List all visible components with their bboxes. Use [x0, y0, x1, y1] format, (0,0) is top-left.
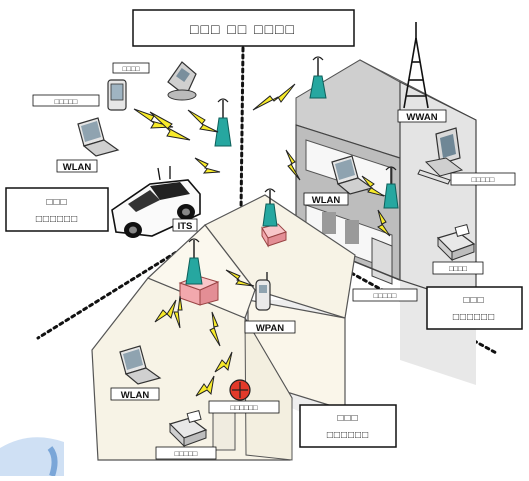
pda-label: □□□□ [123, 66, 141, 73]
office-bottom-label: □□□□□ [374, 291, 397, 300]
antenna-icons [185, 56, 399, 285]
lightning-bolt-icon [173, 295, 183, 329]
mobile-phone-icon [255, 272, 271, 311]
lightning-bolt-icon [209, 311, 221, 347]
wireless-link-bolts [133, 83, 391, 397]
lightning-bolt-icon [377, 209, 391, 237]
lightning-bolt-icon [154, 299, 177, 323]
fax-machine-icon [436, 223, 476, 262]
lightning-bolt-icon [187, 109, 219, 133]
logo-fragment [0, 437, 64, 477]
gps-unit-label: □□□□□ [55, 97, 78, 106]
bottom-box-line2: □□□□□□ [327, 430, 369, 441]
lightning-bolt-icon [214, 351, 233, 373]
lightning-bolt-icon [252, 83, 296, 111]
gps-device-icon [167, 61, 197, 101]
house [91, 194, 356, 461]
home-fax-label: □□□□□ [175, 449, 198, 458]
home-appliance-icon [229, 379, 251, 401]
antenna-icon [262, 188, 278, 227]
antenna-icon [309, 56, 327, 99]
wpan-label: WPAN [256, 323, 284, 334]
lightning-bolt-icon [225, 269, 255, 287]
text-labels: □□□ □□ □□□□ □□□□ □□□□□ WLAN □□□ □□□□□□ I… [36, 21, 495, 458]
antenna-icon [185, 238, 203, 285]
antenna-icon [383, 166, 399, 209]
wwan-label: WWAN [406, 112, 437, 123]
right-box-line2: □□□□□□ [453, 312, 495, 323]
office-wlan-label: WLAN [312, 195, 341, 206]
lightning-bolt-icon [285, 149, 301, 181]
its-label: ITS [178, 221, 193, 232]
lightning-bolt-icon [149, 111, 191, 141]
laptop-icon [77, 117, 120, 157]
wwan-tower-icon [403, 22, 429, 109]
desktop-pc-icon [417, 127, 464, 185]
label-box-frames [5, 9, 523, 460]
home-device-label: □□□□□□ [230, 403, 258, 412]
car-box-line2: □□□□□□ [36, 214, 78, 225]
wlan-laptop-label: WLAN [63, 162, 92, 173]
antenna-icon [214, 98, 232, 147]
right-box-line1: □□□ [463, 295, 484, 306]
title-box-text: □□□ □□ □□□□ [190, 21, 296, 37]
home-fax-icon [168, 409, 208, 448]
home-wlan-label: WLAN [121, 390, 150, 401]
office-laptop-icon [331, 155, 374, 195]
home-laptop-icon [119, 345, 162, 385]
pda-icon [107, 79, 127, 111]
lightning-bolt-icon [195, 375, 215, 397]
car-box-line1: □□□ [46, 197, 67, 208]
office-pc-label: □□□□□ [472, 175, 495, 184]
office-fax-label: □□□□ [449, 264, 468, 273]
bottom-box-line1: □□□ [337, 413, 358, 424]
lightning-bolt-icon [194, 157, 221, 174]
